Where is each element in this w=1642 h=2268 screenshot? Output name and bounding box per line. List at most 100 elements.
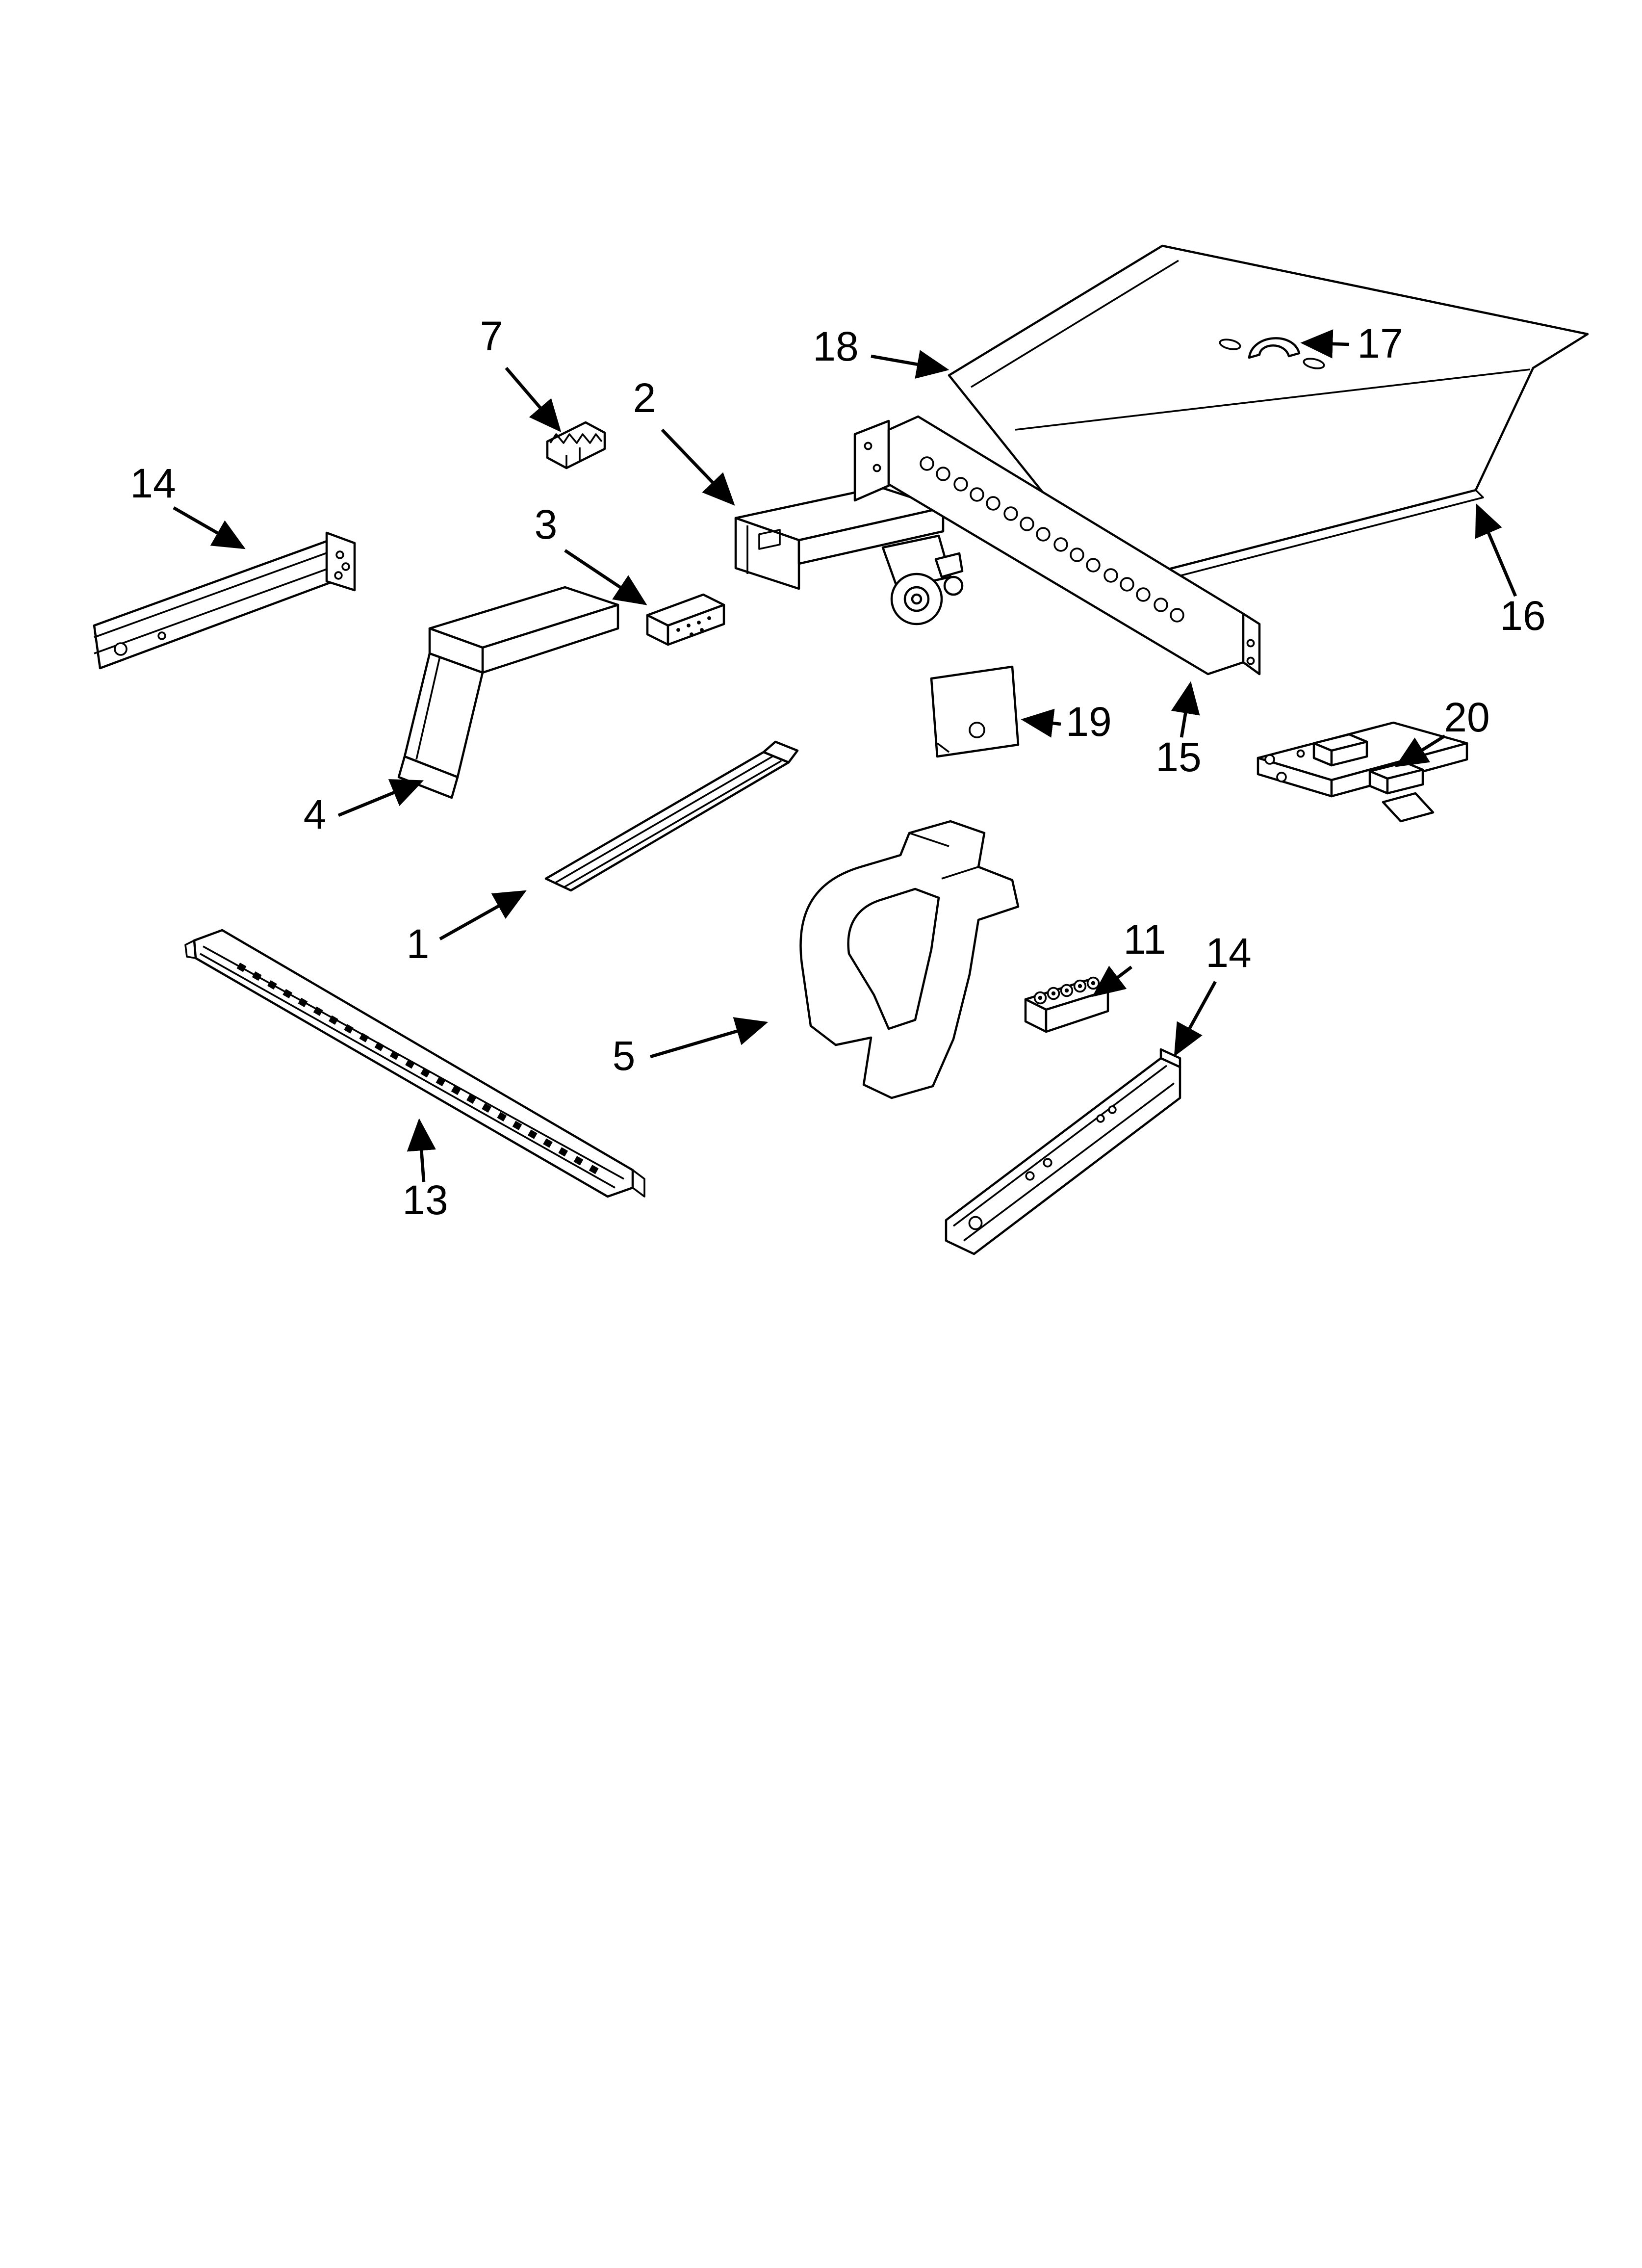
vent-hole <box>1170 608 1184 623</box>
callout-4-arrow <box>337 779 424 817</box>
terminal-screw <box>1078 984 1082 989</box>
vent-hole <box>970 487 984 502</box>
callout-14a-arrow <box>173 506 246 549</box>
screw-hole <box>334 571 343 580</box>
screw-hole <box>1108 1105 1117 1114</box>
part-14-right-mounting-bracket <box>945 1048 1181 1255</box>
rail-end-step <box>762 740 799 764</box>
vent-hole <box>936 467 950 481</box>
callout-3-label: 3 <box>535 501 558 547</box>
vent-hole <box>1053 537 1068 552</box>
vent-hole <box>953 477 968 492</box>
screw-hole <box>1276 772 1287 782</box>
vent-hole <box>1036 527 1051 542</box>
housing-side <box>797 506 945 565</box>
callout-7-label: 7 <box>480 313 503 359</box>
screw-hole <box>968 1216 983 1230</box>
callout-19-arrow <box>1021 708 1061 738</box>
terminal-screw <box>1038 995 1043 1000</box>
block-side <box>1045 989 1109 1033</box>
callout-16-arrow <box>1475 503 1517 597</box>
detail-line <box>94 551 330 654</box>
terminal-screw <box>1051 991 1056 996</box>
bracket-flange-left <box>853 419 890 502</box>
detail-line <box>746 525 781 574</box>
callout-4-label: 4 <box>304 791 327 837</box>
vent-dot <box>700 628 704 632</box>
bracket-inner-cutout <box>847 887 940 1030</box>
screw-hole <box>1264 754 1275 765</box>
housing-front <box>734 517 800 590</box>
callout-15-label: 15 <box>1155 734 1201 780</box>
rail-end-detail <box>184 939 645 1198</box>
callout-17-arrow <box>1300 329 1350 359</box>
screw-hole <box>341 562 350 571</box>
callout-1-arrow <box>439 890 527 940</box>
vent-hole <box>920 456 934 471</box>
part-11-terminal-block <box>1024 976 1109 1033</box>
part-20-latch-bracket <box>1257 721 1468 823</box>
block-side <box>667 603 725 646</box>
vent-hole <box>1103 568 1118 583</box>
detail-line <box>909 832 979 880</box>
tab-side <box>1330 740 1368 767</box>
duct-flange <box>397 755 459 799</box>
plate-body <box>930 665 1020 758</box>
part-14-left-mounting-bracket <box>93 531 356 670</box>
callout-14a-label: 14 <box>130 460 176 506</box>
panel-slot <box>1303 358 1325 369</box>
callout-14b-arrow <box>1174 981 1217 1057</box>
callout-13-label: 13 <box>402 1177 448 1223</box>
callout-5-arrow <box>650 1017 769 1059</box>
callout-16-label: 16 <box>1500 593 1545 639</box>
part-18-top-panel <box>948 244 1589 591</box>
part-1-vent-rail <box>544 740 799 892</box>
detail-line <box>415 656 441 760</box>
part-5-air-channel-bracket <box>799 820 1020 1099</box>
vent-hole <box>1120 577 1134 592</box>
screw-hole <box>1025 1171 1035 1181</box>
callout-1-label: 1 <box>407 921 430 967</box>
vent-hole <box>1070 547 1084 562</box>
screw-hole <box>114 642 128 656</box>
screw-hole <box>1043 1158 1052 1168</box>
detail-line <box>936 742 950 753</box>
callout-20-label: 20 <box>1444 694 1489 740</box>
vent-hole <box>1003 506 1018 521</box>
plate-hole <box>969 722 985 738</box>
component-body <box>546 421 606 469</box>
callout-17-label: 17 <box>1357 320 1403 366</box>
part-15-perforated-bracket <box>853 415 1261 676</box>
part-13-slotted-rail <box>184 929 645 1198</box>
bracket-foot <box>1382 792 1435 823</box>
bracket-end-plate <box>325 531 356 592</box>
vent-hole <box>1154 598 1168 612</box>
detail-line <box>565 447 581 468</box>
callout-13-arrow <box>407 1118 436 1182</box>
vent-hole <box>1020 517 1034 531</box>
motor-shaft <box>911 593 923 605</box>
part-2-blower-motor-assembly <box>734 486 964 626</box>
screw-hole <box>1096 1114 1105 1123</box>
callout-14b-label: 14 <box>1206 930 1251 976</box>
part-4-vent-duct <box>397 586 619 799</box>
detail-line <box>554 756 782 888</box>
tab-side <box>1386 768 1424 795</box>
callout-18-label: 18 <box>813 323 858 369</box>
part-3-spacer-block <box>646 593 725 646</box>
callout-3-arrow <box>564 549 647 605</box>
vent-dot <box>697 621 701 625</box>
callout-2-label: 2 <box>633 375 656 421</box>
screw-hole <box>335 550 344 559</box>
screw-hole <box>157 631 166 640</box>
vent-dot <box>707 616 711 620</box>
screw-hole <box>1246 656 1255 665</box>
detail-line <box>971 260 1531 431</box>
rail-body <box>544 751 790 892</box>
terminal-screw <box>1064 988 1069 993</box>
callout-19-label: 19 <box>1066 699 1111 745</box>
detail-line <box>952 1065 1175 1242</box>
callout-11-label: 11 <box>1123 916 1166 963</box>
